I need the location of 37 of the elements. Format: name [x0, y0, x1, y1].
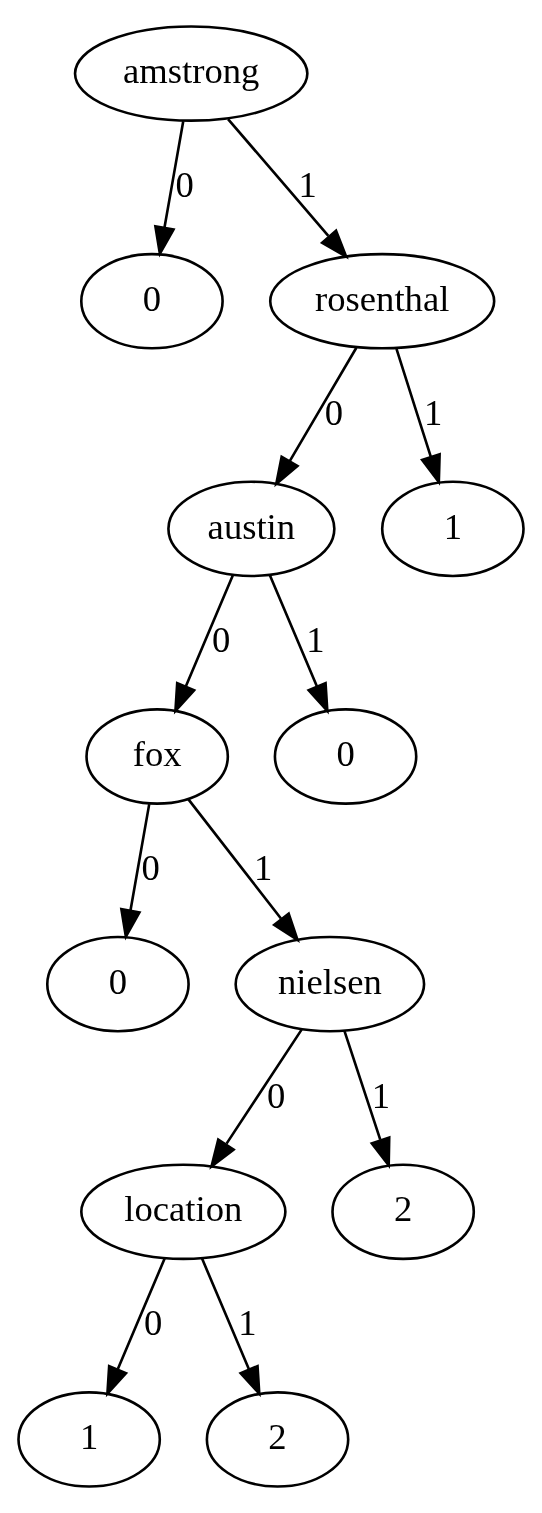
edge-label: 0	[144, 1302, 163, 1344]
node-ellipse: austin	[167, 480, 336, 578]
arrow	[343, 1030, 391, 1170]
arrow	[119, 803, 151, 941]
edge-label: 0	[267, 1074, 286, 1116]
node-ellipse: 2	[331, 1163, 476, 1261]
edge-label: 1	[253, 847, 273, 888]
edge-label: 0	[175, 164, 194, 206]
node-ellipse: 0	[45, 935, 190, 1033]
node-ellipse: 1	[17, 1391, 162, 1488]
edge-label: 0	[212, 619, 231, 661]
edge-label: 1	[298, 164, 317, 206]
edge-label: 0	[324, 391, 343, 433]
node-ellipse: 0	[273, 708, 418, 805]
node-ellipse: nielsen	[234, 935, 426, 1033]
node-ellipse: 2	[205, 1391, 350, 1488]
edge-label: 1	[238, 1302, 257, 1344]
arrow	[173, 574, 234, 715]
arrow	[187, 798, 300, 943]
node-ellipse: location	[80, 1163, 287, 1261]
edge-label: 0	[141, 847, 160, 888]
edge-label: 1	[306, 619, 325, 661]
arrow	[268, 574, 329, 715]
arrow	[153, 120, 185, 258]
arrow	[395, 348, 441, 486]
edge-label: 1	[371, 1074, 391, 1116]
node-ellipse: 1	[380, 480, 525, 578]
node-ellipse: 0	[80, 252, 224, 350]
node-ellipse: amstrong	[73, 25, 309, 122]
arrow	[209, 1028, 303, 1170]
edge-label: 1	[424, 391, 443, 433]
node-ellipse: fox	[85, 708, 230, 805]
arrow	[200, 1257, 261, 1398]
node-ellipse: rosenthal	[268, 252, 496, 350]
arrow	[274, 347, 358, 488]
arrow	[227, 118, 349, 260]
arrow	[105, 1257, 166, 1398]
